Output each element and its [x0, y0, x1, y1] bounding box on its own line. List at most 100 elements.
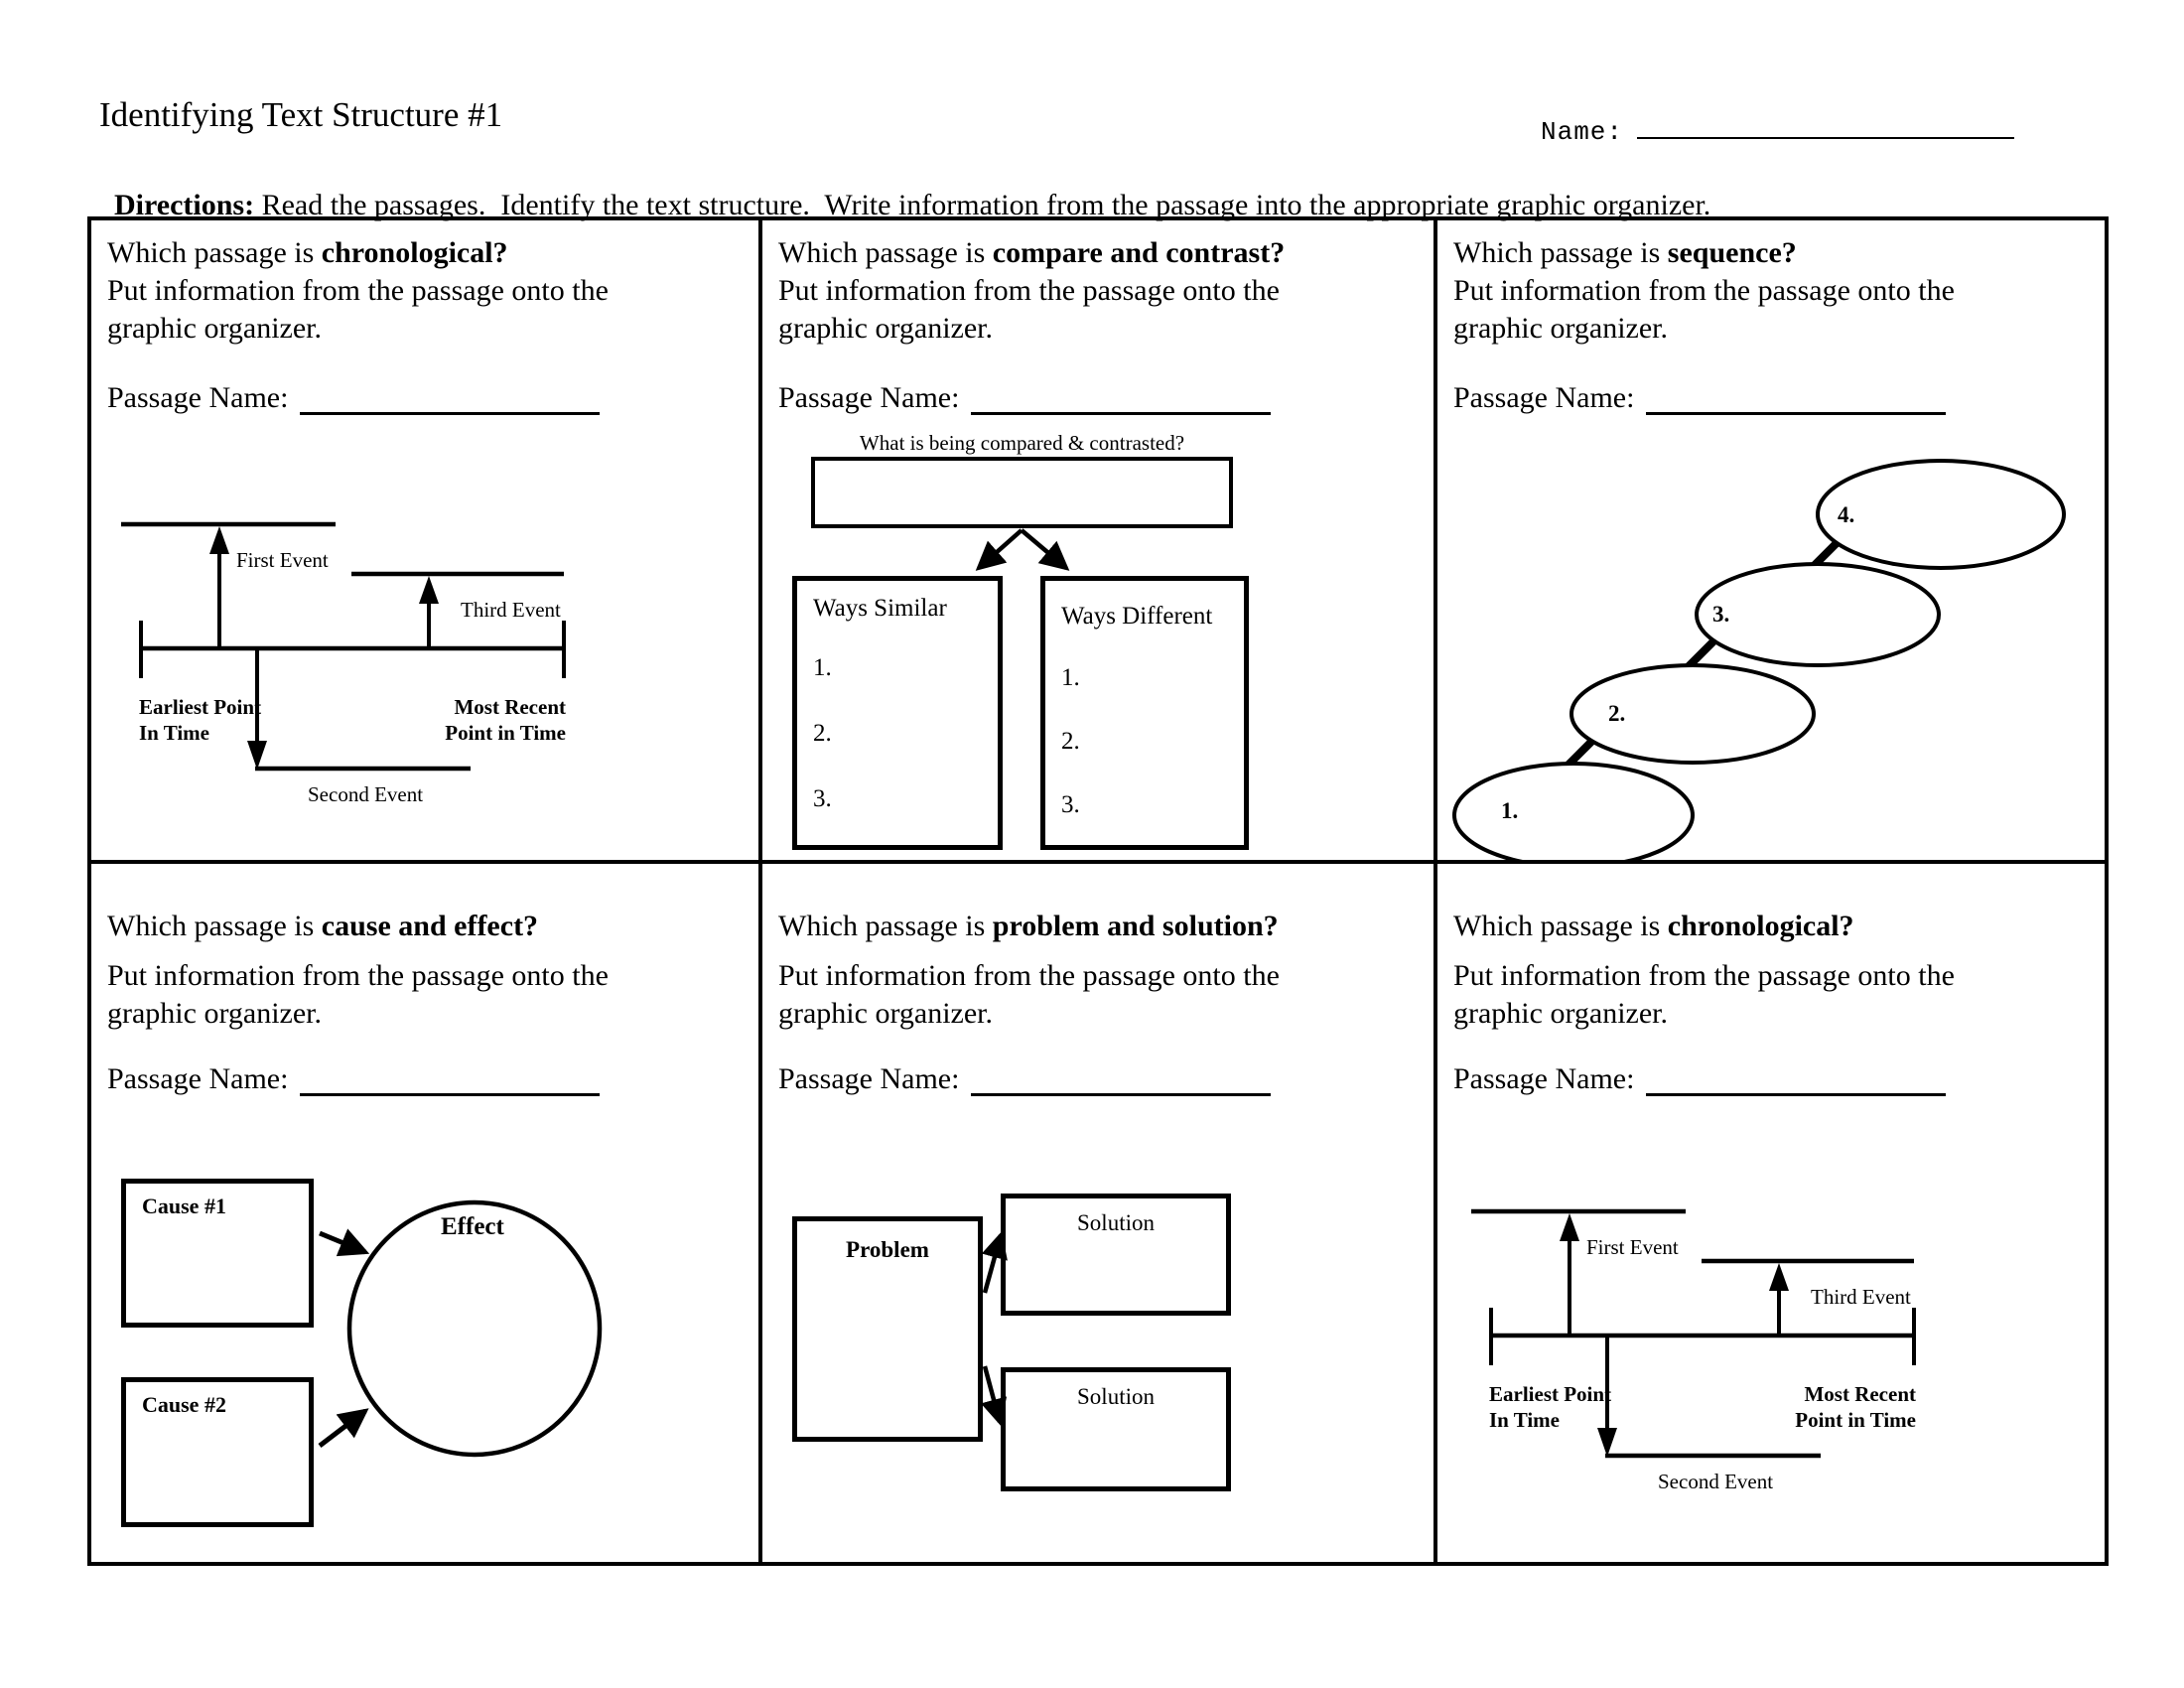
solution2-box[interactable]: Solution [1001, 1367, 1231, 1491]
sequence-connector-1-2 [1562, 734, 1599, 772]
name-label: Name: [1541, 117, 1624, 147]
question-structure: chronological? [1667, 910, 1854, 942]
third-event-arrowhead-icon [1769, 1263, 1789, 1291]
arrow-to-solution2 [981, 1365, 1008, 1426]
sequence-connector-3-4 [1810, 532, 1847, 570]
question-structure: cause and effect? [321, 910, 539, 942]
third-event-label: Third Event [461, 598, 561, 622]
compared-contrasted-label: What is being compared & contrasted? [859, 431, 1185, 455]
instruction-text: Put information from the passage onto th… [107, 274, 609, 345]
question-structure: chronological? [321, 236, 508, 269]
similar-item-3: 3. [813, 785, 832, 812]
question-structure: problem and solution? [992, 910, 1279, 942]
name-blank-field[interactable] [1637, 109, 2015, 139]
cell-problem-solution: Which passage is problem and solution? P… [762, 864, 1437, 1562]
passage-name-blank[interactable] [300, 1063, 601, 1096]
question: Which passage is compare and contrast? [778, 234, 1418, 272]
first-event-label: First Event [1586, 1235, 1679, 1259]
passage-name-blank[interactable] [971, 1063, 1272, 1096]
second-event-label: Second Event [308, 782, 423, 806]
first-event-arrowhead-icon [1560, 1213, 1579, 1241]
directions: Directions: Read the passages. Identify … [99, 155, 2045, 222]
passage-name-row: Passage Name: [107, 381, 743, 415]
cause1-label: Cause #1 [142, 1194, 226, 1218]
instruction-text: Put information from the passage onto th… [107, 959, 609, 1030]
passage-name-label: Passage Name: [107, 381, 289, 414]
recent-point-label-1: Most Recent [1804, 1382, 1916, 1406]
question: Which passage is sequence? [1453, 234, 2089, 272]
passage-name-blank[interactable] [971, 382, 1272, 415]
similar-item-1: 1. [813, 654, 832, 681]
sequence-connector-2-3 [1685, 633, 1722, 670]
arrow-to-similar [975, 528, 1024, 571]
sequence-step-4-label: 4. [1838, 502, 1854, 527]
compared-contrasted-box[interactable] [811, 457, 1233, 528]
second-event-arrowhead-icon [247, 741, 267, 770]
second-event-label: Second Event [1658, 1470, 1773, 1493]
instruction-text: Put information from the passage onto th… [778, 959, 1280, 1030]
page-title: Identifying Text Structure #1 [99, 95, 503, 134]
passage-name-row: Passage Name: [1453, 381, 2089, 415]
cause2-label: Cause #2 [142, 1392, 226, 1417]
timeline-diagram: First Event Third Event Earliest Point I… [121, 521, 566, 806]
instruction-text: Put information from the passage onto th… [1453, 959, 1955, 1030]
passage-name-blank[interactable] [1646, 1063, 1947, 1096]
cell-chronological-1: Which passage is chronological? Put info… [91, 220, 762, 864]
sequence-oval-2 [1570, 663, 1816, 765]
earliest-point-label-1: Earliest Point [1489, 1382, 1611, 1406]
problem-box[interactable]: Problem [792, 1216, 983, 1442]
first-event-arrowhead-icon [209, 526, 229, 554]
passage-name-label: Passage Name: [1453, 1062, 1635, 1095]
directions-label: Directions: [114, 189, 255, 221]
passage-name-blank[interactable] [300, 382, 601, 415]
cell-cause-effect: Which passage is cause and effect? Put i… [91, 864, 762, 1562]
question-prefix: Which passage is [107, 236, 322, 269]
passage-name-row: Passage Name: [778, 1062, 1418, 1096]
sequence-step-3-label: 3. [1712, 602, 1729, 627]
earliest-point-label-1: Earliest Point [139, 695, 261, 719]
recent-point-label-2: Point in Time [1795, 1408, 1916, 1432]
passage-name-label: Passage Name: [778, 381, 960, 414]
question-prefix: Which passage is [778, 910, 993, 942]
organizer-grid: Which passage is chronological? Put info… [87, 216, 2109, 1566]
question: Which passage is chronological? [1453, 908, 2089, 945]
similar-item-2: 2. [813, 720, 832, 747]
third-event-label: Third Event [1811, 1285, 1911, 1309]
passage-name-label: Passage Name: [778, 1062, 960, 1095]
name-row: Name: [1541, 109, 2015, 147]
passage-name-row: Passage Name: [778, 381, 1418, 415]
passage-name-label: Passage Name: [1453, 381, 1635, 414]
cause2-box[interactable]: Cause #2 [121, 1377, 314, 1527]
passage-name-row: Passage Name: [1453, 1062, 2089, 1096]
sequence-oval-4 [1816, 459, 2066, 570]
passage-name-row: Passage Name: [107, 1062, 743, 1096]
sequence-step-2-label: 2. [1608, 701, 1625, 726]
question: Which passage is problem and solution? [778, 908, 1418, 945]
instruction-text: Put information from the passage onto th… [778, 274, 1280, 345]
sequence-oval-3 [1695, 562, 1941, 667]
recent-point-label-1: Most Recent [454, 695, 566, 719]
timeline-diagram: First Event Third Event Earliest Point I… [1471, 1208, 1916, 1493]
directions-text: Read the passages. Identify the text str… [254, 189, 1711, 221]
first-event-label: First Event [236, 548, 329, 572]
ways-different-box[interactable]: Ways Different 1. 2. 3. [1040, 576, 1249, 850]
ways-similar-box[interactable]: Ways Similar 1. 2. 3. [792, 576, 1003, 850]
sequence-step-1-label: 1. [1501, 798, 1518, 823]
passage-name-label: Passage Name: [107, 1062, 289, 1095]
question-prefix: Which passage is [1453, 236, 1668, 269]
arrow-to-different [1020, 528, 1070, 571]
different-item-2: 2. [1061, 728, 1080, 755]
cause2-arrow [318, 1408, 369, 1448]
earliest-point-label-2: In Time [1489, 1408, 1560, 1432]
solution2-label: Solution [1077, 1384, 1155, 1409]
solution1-box[interactable]: Solution [1001, 1194, 1231, 1316]
earliest-point-label-2: In Time [139, 721, 209, 745]
cause1-box[interactable]: Cause #1 [121, 1179, 314, 1328]
question: Which passage is chronological? [107, 234, 743, 272]
passage-name-blank[interactable] [1646, 382, 1947, 415]
question-prefix: Which passage is [778, 236, 993, 269]
ways-different-title: Ways Different [1061, 603, 1213, 630]
effect-label: Effect [441, 1213, 504, 1240]
third-event-arrowhead-icon [419, 576, 439, 604]
arrow-to-solution1 [981, 1231, 1008, 1294]
